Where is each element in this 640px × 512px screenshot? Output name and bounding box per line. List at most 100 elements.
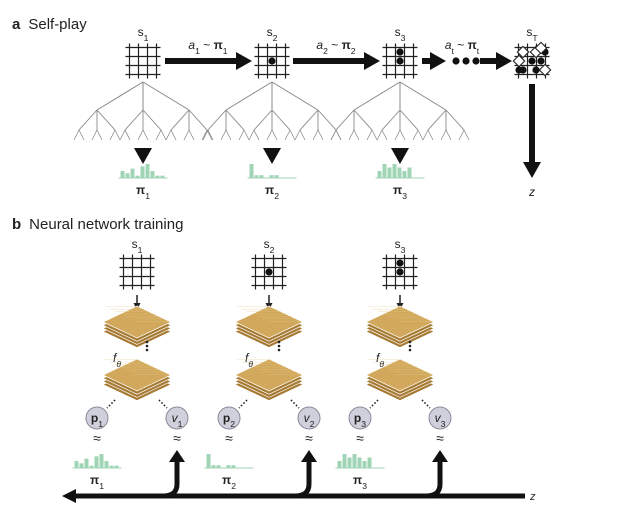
policy-connector <box>106 399 116 409</box>
tree-leaf <box>188 129 195 141</box>
tree-leaf <box>463 129 470 141</box>
policy-node-1-label-part: 1 <box>98 419 103 429</box>
histogram-bar <box>249 164 254 178</box>
state-label-a-1-part: s <box>138 25 144 39</box>
tree-leaf <box>220 129 227 141</box>
network-block-top-1 <box>102 305 172 348</box>
outcome-line-head <box>62 489 76 503</box>
tree-leaf <box>73 129 80 141</box>
histogram-bar <box>140 166 145 178</box>
state-label-a-2-part: s <box>267 25 273 39</box>
network-label-2-part: θ <box>248 359 253 369</box>
histogram-bar <box>120 171 125 178</box>
value-node-1-label-part: v <box>172 411 179 425</box>
policy-approx-2: ≈ <box>225 430 233 446</box>
tree-branch <box>188 109 208 131</box>
tree-leaf <box>366 129 373 141</box>
tree-leaf <box>170 129 177 141</box>
histogram-bar <box>342 454 347 468</box>
tree-leaf <box>206 129 213 141</box>
value-node-2-label: v2 <box>304 411 315 429</box>
state-label-b-3: s3 <box>395 237 406 255</box>
tree-leaf <box>248 129 255 141</box>
tree-leaf <box>183 129 190 141</box>
tree-leaf <box>253 129 260 141</box>
tree-leaf <box>155 129 162 141</box>
tree-leaf <box>412 129 419 141</box>
value-node-3-label: v3 <box>435 411 446 429</box>
tree-leaf <box>165 129 172 141</box>
black-stone <box>528 57 536 65</box>
histogram-bar <box>367 457 372 468</box>
value-target-head-2 <box>301 450 317 462</box>
action-label-1-part: 1 <box>195 46 200 56</box>
state-label-b-3-part: s <box>395 237 401 251</box>
tree-branch <box>225 109 245 131</box>
histogram-bar <box>269 175 274 178</box>
tree-leaf <box>445 129 452 141</box>
tree-branch <box>353 81 401 111</box>
policy-label-a-1-part: 1 <box>145 191 150 201</box>
value-approx-1: ≈ <box>173 430 181 446</box>
network-label-1-part: f <box>113 351 118 365</box>
policy-hist-b-1 <box>72 454 122 469</box>
tree-leaf <box>119 129 126 141</box>
board-a-s1 <box>125 43 161 79</box>
action-label-2-part: a <box>316 38 323 52</box>
histogram-bar <box>206 454 211 468</box>
network-dots <box>277 340 281 344</box>
tree-branch <box>445 109 465 131</box>
value-node-1 <box>165 406 189 430</box>
state-label-b-1-part: 1 <box>138 245 143 255</box>
tree-leaf <box>458 129 465 141</box>
tree-branch <box>427 109 447 131</box>
state-label-a-4: sT <box>526 25 538 43</box>
policy-node-3-label: p3 <box>354 411 366 429</box>
move-arrow-2-head <box>364 52 380 70</box>
action-label-2-part: π <box>342 38 351 52</box>
tree-leaf <box>335 129 342 141</box>
ellipsis-dot <box>462 57 470 65</box>
network-label-3: fθ <box>376 351 384 369</box>
policy-node-1-label-part: p <box>91 411 98 425</box>
state-label-b-2-part: s <box>264 237 270 251</box>
value-node-2-label-part: 2 <box>310 419 315 429</box>
target-label-2-part: π <box>222 473 231 487</box>
panel-a-letter: a <box>12 16 21 33</box>
action-label-2-part: ~ <box>328 38 342 52</box>
target-label-1-part: π <box>90 473 99 487</box>
policy-approx-1: ≈ <box>93 430 101 446</box>
tree-branch <box>170 109 190 131</box>
tree-leaf <box>440 129 447 141</box>
board-a-sT <box>512 41 552 79</box>
state-label-a-4-part: s <box>526 25 532 39</box>
move-arrow-1-head <box>236 52 252 70</box>
board-b-s1 <box>119 254 155 290</box>
policy-hist-a-2 <box>247 164 297 179</box>
policy-node-3 <box>348 406 372 430</box>
tree-leaf <box>289 129 296 141</box>
black-stone <box>265 268 273 276</box>
action-label-3-part: t <box>477 46 480 56</box>
action-label-1-part: ~ <box>200 38 214 52</box>
tree-leaf <box>243 129 250 141</box>
policy-approx-3: ≈ <box>356 430 364 446</box>
value-approx-2-part: ≈ <box>305 430 313 446</box>
histogram-bar <box>231 465 236 468</box>
histogram-bar <box>352 454 357 468</box>
value-approx-3: ≈ <box>436 430 444 446</box>
action-label-3: at ~ πt <box>445 38 480 56</box>
network-dots <box>145 344 149 348</box>
tree-leaf <box>417 129 424 141</box>
network-dots <box>277 344 281 348</box>
network-label-2-part: f <box>245 351 250 365</box>
state-label-b-1-part: s <box>132 237 138 251</box>
state-label-a-1: s1 <box>138 25 149 43</box>
tree-branch <box>317 109 337 131</box>
black-stone <box>396 57 404 65</box>
histogram-bar <box>135 175 140 178</box>
network-block-bottom-3 <box>365 358 435 401</box>
panel-b-title: Neural network training <box>29 216 184 233</box>
